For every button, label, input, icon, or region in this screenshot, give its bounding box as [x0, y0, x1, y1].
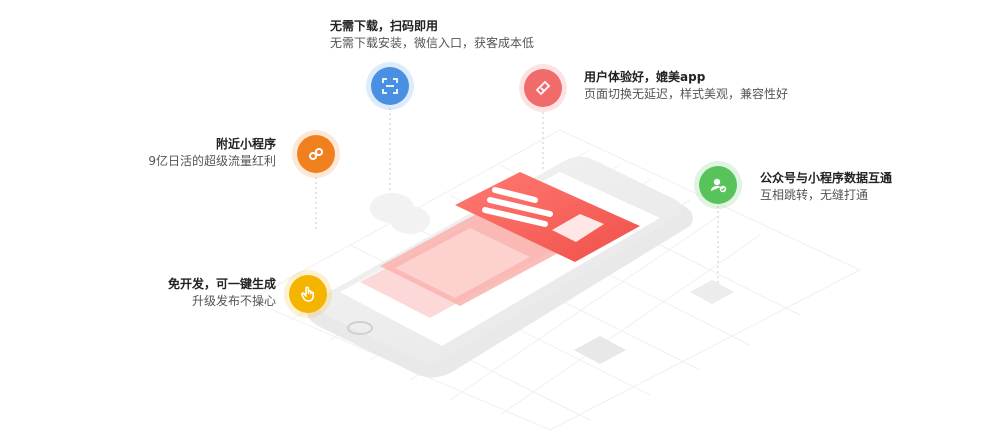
scan-code-badge	[366, 62, 414, 110]
feature-ux: 用户体验好，媲美app 页面切换无延迟，样式美观，兼容性好	[584, 69, 788, 103]
hand-tap-icon	[301, 286, 314, 302]
floating-block-right	[690, 280, 734, 304]
feature-sync: 公众号与小程序数据互通 互相跳转，无缝打通	[760, 170, 892, 204]
feature-nodev: 免开发，可一键生成 升级发布不操心	[128, 276, 276, 310]
mini-program-badge	[292, 130, 340, 178]
image-placeholder	[552, 214, 604, 242]
feature-title: 无需下载，扫码即用	[330, 19, 439, 33]
feature-title: 用户体验好，媲美app	[584, 70, 706, 84]
pink-panel-front	[380, 212, 560, 306]
mini-program-icon	[309, 148, 323, 160]
floating-block-bottom	[574, 336, 626, 364]
feature-desc: 9亿日活的超级流量红利	[148, 154, 276, 168]
user-check-badge	[694, 161, 742, 209]
feature-desc: 升级发布不操心	[191, 294, 276, 308]
ticket-badge	[519, 64, 567, 112]
user-check-icon	[711, 178, 727, 193]
home-button	[347, 321, 373, 335]
feature-scan: 无需下载，扫码即用 无需下载安装，微信入口，获客成本低	[330, 18, 534, 52]
connector-lines	[315, 108, 719, 286]
feature-desc: 互相跳转，无缝打通	[760, 188, 869, 202]
ticket-icon	[535, 80, 551, 96]
feature-desc: 页面切换无延迟，样式美观，兼容性好	[584, 87, 789, 101]
feature-nearby: 附近小程序 9亿日活的超级流量红利	[140, 136, 276, 170]
feature-desc: 无需下载安装，微信入口，获客成本低	[330, 36, 535, 50]
chat-bubbles	[370, 193, 430, 234]
feature-title: 公众号与小程序数据互通	[760, 171, 893, 185]
feature-title: 免开发，可一键生成	[167, 277, 276, 291]
scan-code-icon	[382, 78, 398, 94]
feature-title: 附近小程序	[215, 137, 276, 151]
hand-tap-badge	[284, 270, 332, 318]
